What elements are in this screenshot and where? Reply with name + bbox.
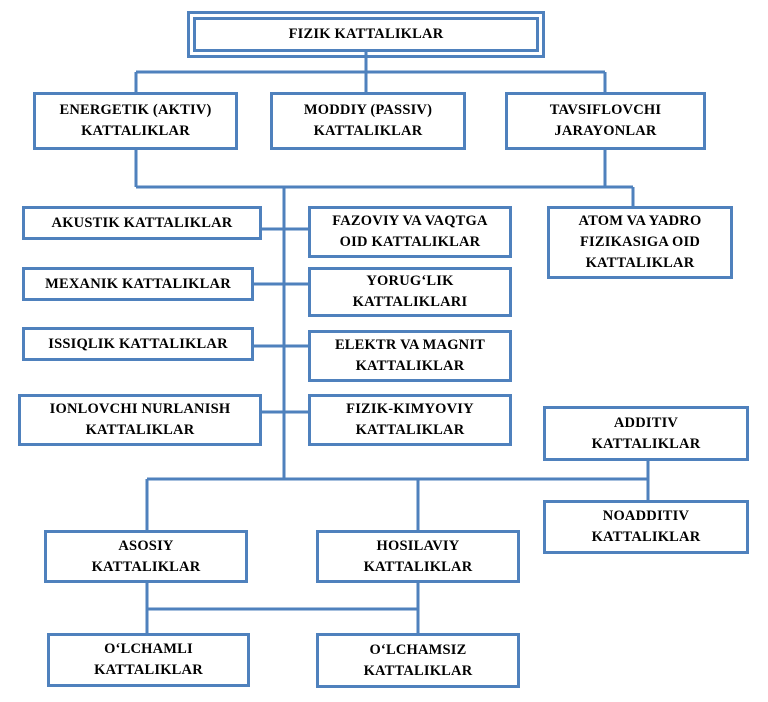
node-label: MODDIY (PASSIV) KATTALIKLAR bbox=[303, 102, 433, 139]
node-label: ADDITIV KATTALIKLAR bbox=[591, 414, 701, 452]
node-fazoviy: FAZOVIY VA VAQTGA OID KATTALIKLAR bbox=[308, 206, 512, 258]
node-asosiy: ASOSIY KATTALIKLAR bbox=[44, 530, 248, 583]
node-ionlovchi: IONLOVCHI NURLANISH KATTALIKLAR bbox=[18, 394, 262, 446]
node-label: ATOM VA YADRO FIZIKASIGA OID KATTALIKLAR bbox=[578, 213, 702, 271]
node-label: IONLOVCHI NURLANISH KATTALIKLAR bbox=[49, 401, 231, 438]
node-additiv: ADDITIV KATTALIKLAR bbox=[543, 406, 749, 461]
node-fizik-kimyoviy: FIZIK-KIMYOVIY KATTALIKLAR bbox=[308, 394, 512, 446]
node-label: TAVSIFLOVCHI JARAYONLAR bbox=[549, 102, 662, 139]
node-label: YORUG‘LIK KATTALIKLARI bbox=[352, 273, 468, 310]
node-label: MEXANIK KATTALIKLAR bbox=[45, 275, 231, 292]
node-label: HOSILAVIY KATTALIKLAR bbox=[363, 537, 473, 575]
node-issiqlik: ISSIQLIK KATTALIKLAR bbox=[22, 327, 254, 361]
node-yorug: YORUG‘LIK KATTALIKLARI bbox=[308, 267, 512, 317]
node-mexanik: MEXANIK KATTALIKLAR bbox=[22, 267, 254, 301]
node-label: AKUSTIK KATTALIKLAR bbox=[51, 214, 233, 231]
node-atom-va-yadro: ATOM VA YADRO FIZIKASIGA OID KATTALIKLAR bbox=[547, 206, 733, 279]
node-fizik-kattaliklar: FIZIK KATTALIKLAR bbox=[187, 11, 545, 58]
node-label: NOADDITIV KATTALIKLAR bbox=[591, 508, 701, 545]
node-energetik: ENERGETIK (AKTIV) KATTALIKLAR bbox=[33, 92, 238, 150]
node-label: O‘LCHAMLI KATTALIKLAR bbox=[94, 641, 203, 678]
node-label: O‘LCHAMSIZ KATTALIKLAR bbox=[363, 641, 473, 679]
node-akustik: AKUSTIK KATTALIKLAR bbox=[22, 206, 262, 240]
node-label: ASOSIY KATTALIKLAR bbox=[91, 537, 201, 575]
node-label: FIZIK KATTALIKLAR bbox=[288, 26, 444, 42]
node-moddiy: MODDIY (PASSIV) KATTALIKLAR bbox=[270, 92, 466, 150]
node-olchamli: O‘LCHAMLI KATTALIKLAR bbox=[47, 633, 250, 687]
node-label: ELEKTR VA MAGNIT KATTALIKLAR bbox=[334, 337, 486, 374]
node-tavsiflovchi: TAVSIFLOVCHI JARAYONLAR bbox=[505, 92, 706, 150]
node-olchamsiz: O‘LCHAMSIZ KATTALIKLAR bbox=[316, 633, 520, 688]
node-label: ISSIQLIK KATTALIKLAR bbox=[48, 335, 228, 352]
node-hosilaviy: HOSILAVIY KATTALIKLAR bbox=[316, 530, 520, 583]
node-label: FAZOVIY VA VAQTGA OID KATTALIKLAR bbox=[332, 213, 488, 250]
node-noadditiv: NOADDITIV KATTALIKLAR bbox=[543, 500, 749, 554]
node-label: ENERGETIK (AKTIV) KATTALIKLAR bbox=[59, 102, 212, 139]
node-elektr: ELEKTR VA MAGNIT KATTALIKLAR bbox=[308, 330, 512, 382]
node-label: FIZIK-KIMYOVIY KATTALIKLAR bbox=[346, 401, 474, 438]
